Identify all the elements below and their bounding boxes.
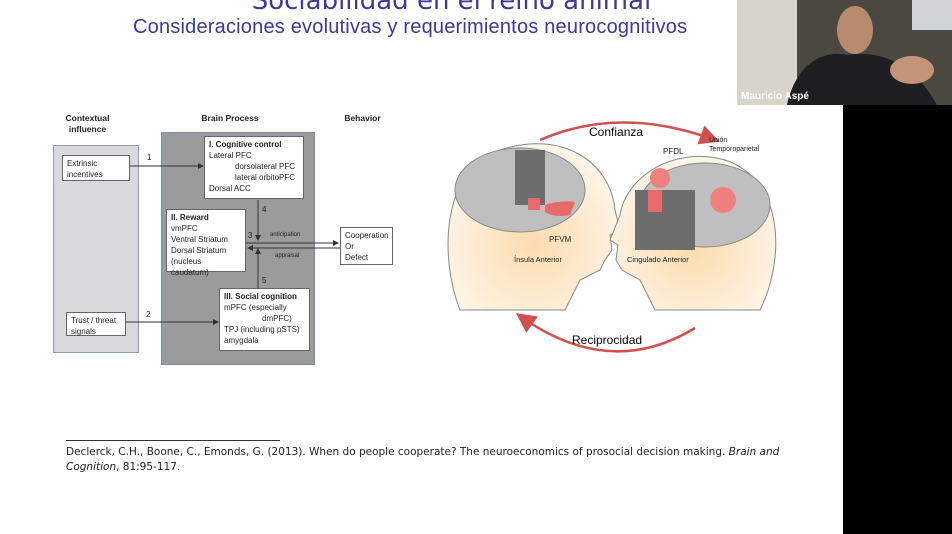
reward-title: II. Reward (171, 213, 209, 222)
citation-rule (66, 440, 280, 441)
confianza-label: Confianza (589, 125, 644, 139)
reward-line: Dorsal Striatum (171, 246, 227, 255)
trust-threat-box: Trust / threat signals (66, 312, 126, 336)
union-label: Unión (709, 137, 728, 144)
insula-label: Ínsula Anterior (514, 255, 562, 264)
citation-volume: , 81:95-117. (116, 461, 181, 473)
arrow-label-4: 4 (262, 205, 267, 214)
presentation-slide: Sociabilidad en el reino animal Consider… (0, 0, 843, 534)
participant-video-tile[interactable]: Mauricio Aspé (737, 0, 952, 105)
citation: Declerck, C.H., Boone, C., Emonds, G. (2… (66, 445, 796, 475)
citation-authors: Declerck, C.H., Boone, C., Emonds, G. (2… (66, 446, 729, 458)
pfdl-label: PFDL (663, 147, 684, 156)
header-behavior: Behavior (344, 113, 381, 123)
citation-journal: Brain and Cognition (66, 446, 780, 473)
arrow-label-1: 1 (147, 153, 152, 162)
participant-video (737, 0, 952, 105)
behavior-line: Cooperation (345, 231, 389, 240)
cognitive-line: Dorsal ACC (209, 184, 251, 193)
appraisal-label: appraisal (275, 253, 300, 259)
anticipation-label: anticipation (270, 232, 301, 238)
participant-name: Mauricio Aspé (741, 91, 809, 102)
header-brain-process: Brain Process (201, 113, 259, 123)
reward-box: II. Reward vmPFC Ventral Striatum Dorsal… (166, 209, 246, 277)
social-line: amygdala (224, 336, 259, 345)
cingulado-label: Cingulado Anterior (627, 255, 689, 264)
header-contextual-influence: Contextual influence (65, 113, 110, 134)
temporoparietal-label: Temporoparietal (709, 146, 760, 153)
cognitive-line: Lateral PFC (209, 151, 252, 160)
slide-subtitle: Consideraciones evolutivas y requerimien… (133, 16, 688, 38)
arrow-label-3: 3 (248, 231, 253, 240)
slide-title: Sociabilidad en el reino animal (251, 0, 652, 16)
behavior-line: Or (345, 242, 354, 251)
cognitive-line: lateral orbitoPFC (235, 173, 296, 182)
cognitive-title: I. Cognitive control (209, 140, 282, 149)
social-line: TPJ (including pSTS) (224, 325, 300, 334)
reward-line: (nucleus caudatum) (171, 257, 209, 277)
extrinsic-incentives-box: Extrinsic incentives (62, 155, 130, 181)
cognitive-line: dorsolateral PFC (235, 162, 296, 171)
heads-illustration (447, 121, 777, 353)
social-title: III. Social cognition (224, 292, 297, 301)
pfvm-label: PFVM (549, 235, 572, 244)
diagram-arrows (126, 163, 340, 325)
reciprocidad-label: Reciprocidad (572, 333, 643, 347)
behavior-line: Defect (345, 253, 369, 262)
reward-line: Ventral Striatum (171, 235, 228, 244)
arrow-label-2: 2 (146, 310, 151, 319)
reward-line: vmPFC (171, 224, 198, 233)
social-cognition-box: III. Social cognition mPFC (especially d… (219, 288, 310, 351)
social-line: mPFC (especially (224, 303, 287, 312)
social-line: dmPFC) (262, 314, 292, 323)
behavior-box: Cooperation Or Defect (340, 227, 393, 265)
arrow-label-5: 5 (262, 276, 267, 285)
cognitive-control-box: I. Cognitive control Lateral PFC dorsola… (204, 136, 304, 199)
